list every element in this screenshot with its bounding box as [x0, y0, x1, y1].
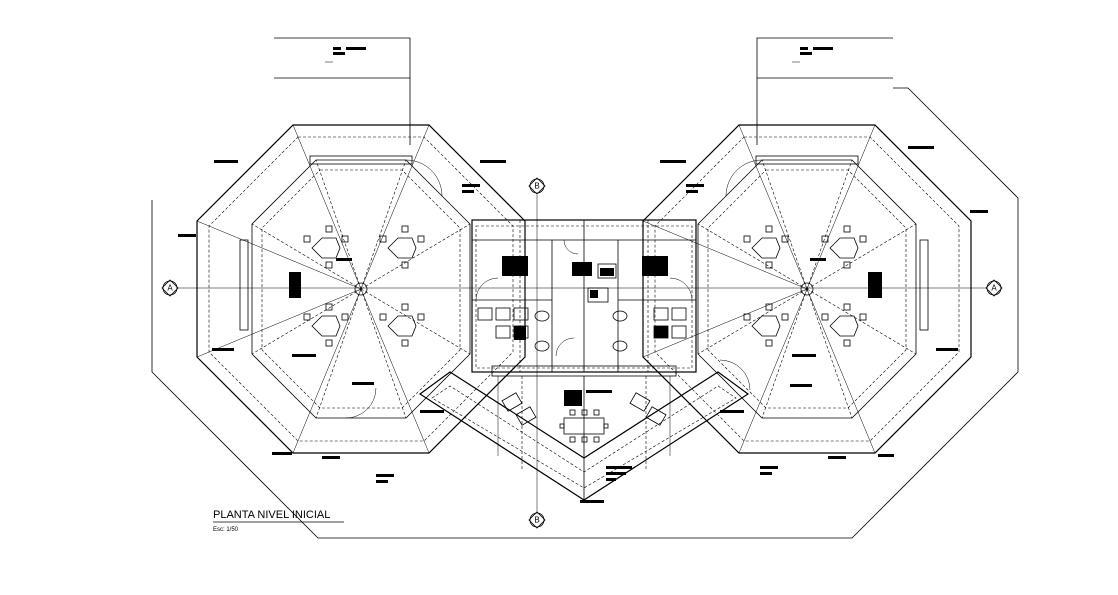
svg-text:B: B	[534, 516, 539, 525]
table-cluster	[821, 225, 867, 269]
site-boundary	[151, 87, 1019, 539]
drawing-scale: Esc: 1/50	[213, 527, 239, 533]
table-cluster	[821, 303, 867, 347]
svg-text:A: A	[991, 284, 997, 293]
table-cluster	[743, 303, 789, 347]
axis-marker-b-bottom: B	[528, 511, 546, 529]
table-cluster	[303, 225, 349, 269]
lower-wing	[376, 371, 750, 503]
axis-marker-a-left: A	[161, 279, 179, 297]
right-pavilion	[642, 124, 988, 475]
central-service-block	[471, 219, 697, 377]
table-cluster	[743, 225, 789, 269]
label-box-right	[756, 37, 893, 145]
axis-marker-b-top: B	[528, 177, 546, 195]
svg-text:A: A	[167, 284, 173, 293]
table-cluster	[379, 303, 425, 347]
left-pavilion	[178, 124, 526, 459]
table-cluster	[303, 303, 349, 347]
svg-text:B: B	[534, 182, 539, 191]
table-cluster	[379, 225, 425, 269]
drawing-title: PLANTA NIVEL INICIAL	[213, 509, 330, 521]
label-box-left	[274, 37, 411, 145]
axis-marker-a-right: A	[985, 279, 1003, 297]
